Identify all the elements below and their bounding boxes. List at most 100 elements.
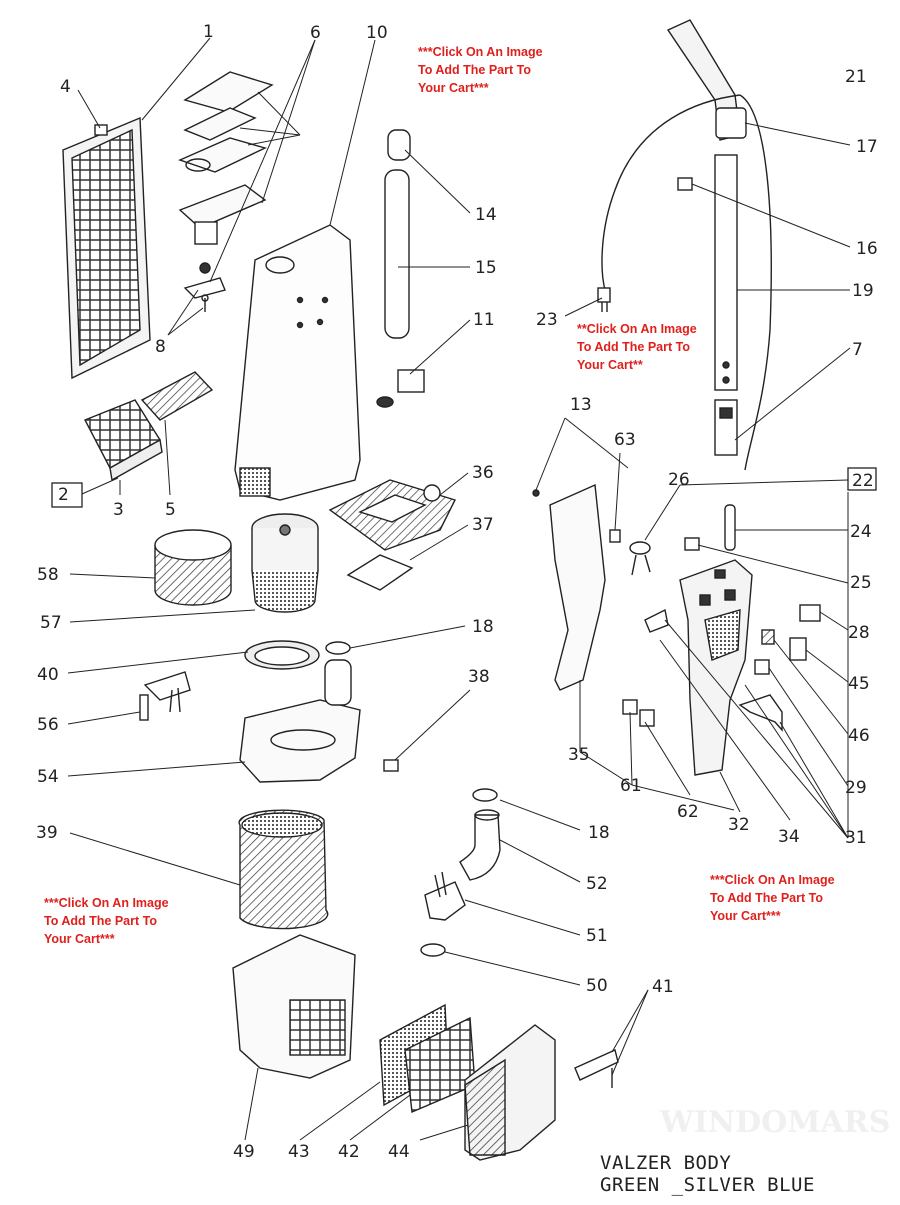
label-28: 28 — [848, 623, 870, 643]
part-7-handle-bracket[interactable] — [714, 399, 738, 456]
part-24-pin[interactable] — [724, 504, 736, 551]
part-63-clip[interactable] — [609, 529, 621, 543]
part-36-gasket[interactable] — [328, 479, 456, 551]
part-number-labels: 1 4 6 10 8 2 3 5 14 15 11 36 37 58 57 40… — [36, 22, 878, 1162]
label-51: 51 — [586, 926, 608, 946]
label-34: 34 — [778, 827, 800, 847]
label-6: 6 — [310, 23, 321, 43]
label-25: 25 — [850, 573, 872, 593]
label-43: 43 — [288, 1142, 310, 1162]
part-21-handle[interactable] — [666, 19, 747, 141]
label-14: 14 — [475, 205, 497, 225]
part-58-ring[interactable] — [154, 529, 232, 606]
part-52-elbow[interactable] — [459, 809, 501, 881]
label-29: 29 — [845, 778, 867, 798]
label-18-lower: 18 — [588, 823, 610, 843]
label-40: 40 — [37, 665, 59, 685]
part-28-switch-cap[interactable] — [799, 604, 821, 622]
part-8-spring-clip[interactable] — [183, 262, 226, 312]
part-62-bracket[interactable] — [639, 709, 655, 727]
label-39: 39 — [36, 823, 58, 843]
label-45: 45 — [848, 674, 870, 694]
label-50: 50 — [586, 976, 608, 996]
part-45-cover[interactable] — [789, 637, 807, 661]
label-36: 36 — [472, 463, 494, 483]
label-63: 63 — [614, 430, 636, 450]
part-31-bracket[interactable] — [738, 694, 783, 732]
part-13-rear-frame[interactable] — [532, 483, 606, 691]
label-24: 24 — [850, 522, 872, 542]
label-box-2 — [51, 482, 83, 508]
part-50-o-ring[interactable] — [420, 943, 446, 957]
label-44: 44 — [388, 1142, 410, 1162]
part-51-adapter[interactable] — [424, 871, 466, 921]
part-10-main-body[interactable] — [234, 224, 361, 501]
caption-colors: GREEN _SILVER BLUE — [600, 1174, 815, 1196]
part-14-tube-cap[interactable] — [387, 129, 411, 161]
part-29-button[interactable] — [754, 659, 770, 675]
label-2: 2 — [58, 485, 69, 505]
part-40-seal-ring[interactable] — [244, 640, 320, 670]
part-18-o-ring[interactable] — [325, 641, 351, 655]
label-21: 21 — [845, 67, 867, 87]
diagram-caption: VALZER BODY GREEN _SILVER BLUE — [600, 1152, 815, 1196]
part-37-filter[interactable] — [346, 554, 414, 591]
label-19: 19 — [852, 281, 874, 301]
part-1-filter-cover[interactable] — [62, 116, 151, 380]
part-44-rear-cover[interactable] — [464, 1024, 556, 1161]
part-56-sensor[interactable] — [139, 671, 191, 721]
part-6-switch-plates[interactable] — [178, 71, 274, 245]
label-38: 38 — [468, 667, 490, 687]
part-57-motor[interactable] — [251, 513, 319, 613]
label-35: 35 — [568, 745, 590, 765]
label-42: 42 — [338, 1142, 360, 1162]
label-box-22 — [847, 467, 877, 491]
part-39-cyclone-filter[interactable] — [238, 809, 329, 930]
part-23-power-cord[interactable] — [597, 94, 772, 471]
label-7: 7 — [852, 340, 863, 360]
part-11-switch[interactable] — [376, 369, 425, 408]
part-16-cord-clip[interactable] — [677, 177, 693, 191]
part-15-tube[interactable] — [384, 169, 410, 339]
label-15: 15 — [475, 258, 497, 278]
label-54: 54 — [37, 767, 59, 787]
label-17: 17 — [856, 137, 878, 157]
label-8: 8 — [155, 337, 166, 357]
leader-lines — [67, 37, 851, 1141]
part-25-bushing[interactable] — [684, 537, 700, 551]
part-46-spring[interactable] — [761, 629, 775, 645]
part-49-dust-bin[interactable] — [232, 934, 356, 1079]
label-4: 4 — [60, 77, 71, 97]
part-18-o-ring-lower[interactable] — [472, 788, 498, 802]
part-41-latch[interactable] — [574, 1049, 619, 1088]
label-41: 41 — [652, 977, 674, 997]
label-22: 22 — [852, 471, 874, 491]
label-37: 37 — [472, 515, 494, 535]
part-54-container-base[interactable] — [239, 659, 361, 783]
label-61: 61 — [620, 776, 642, 796]
part-38-clip[interactable] — [383, 759, 399, 772]
part-26-switch[interactable] — [629, 541, 651, 576]
label-49: 49 — [233, 1142, 255, 1162]
label-46: 46 — [848, 726, 870, 746]
label-26: 26 — [668, 470, 690, 490]
label-57: 57 — [40, 613, 62, 633]
label-31: 31 — [845, 828, 867, 848]
part-32-lower-housing[interactable] — [679, 559, 753, 776]
part-34-clip[interactable] — [644, 608, 669, 633]
part-5-filter-pad[interactable] — [140, 371, 214, 421]
label-3: 3 — [113, 500, 124, 520]
label-1: 1 — [203, 22, 214, 42]
label-11: 11 — [473, 310, 495, 330]
label-23: 23 — [536, 310, 558, 330]
part-19-handle-tube[interactable] — [714, 154, 738, 391]
part-3-filter-tray[interactable] — [84, 399, 163, 482]
label-58: 58 — [37, 565, 59, 585]
watermark: WINDOMARS — [659, 1105, 890, 1140]
part-61-bracket[interactable] — [622, 699, 638, 715]
